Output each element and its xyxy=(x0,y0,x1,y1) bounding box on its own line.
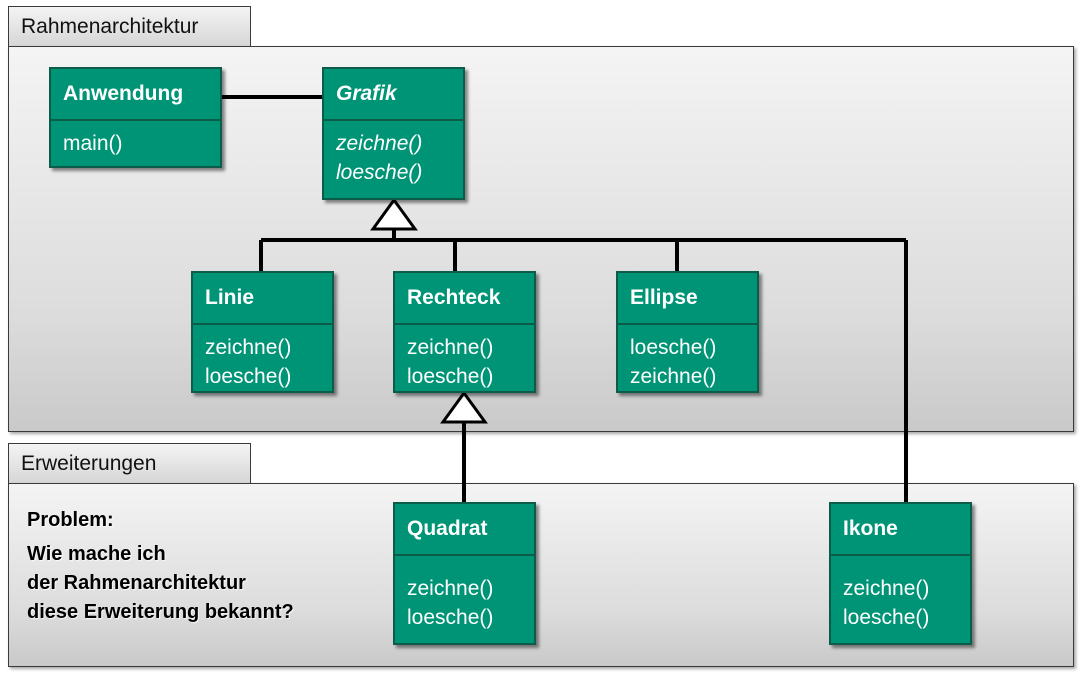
operation: loesche() xyxy=(407,365,494,388)
class-anwendung-name: Anwendung xyxy=(51,69,220,121)
operation: zeichne() xyxy=(407,577,494,600)
operation: loesche() xyxy=(205,365,292,388)
extensions-tab: Erweiterungen xyxy=(8,443,251,483)
problem-line: der Rahmenarchitektur xyxy=(27,572,246,594)
class-ikone-name: Ikone xyxy=(831,504,970,556)
class-quadrat: Quadrat zeichne() loesche() xyxy=(393,502,536,645)
class-linie-name: Linie xyxy=(193,273,332,325)
class-ellipse-ops: loesche() zeichne() xyxy=(618,325,757,391)
generalization-arrow-rechteck xyxy=(440,390,488,424)
operation: zeichne() xyxy=(407,336,494,359)
problem-line: diese Erweiterung bekannt? xyxy=(27,601,294,623)
class-anwendung: Anwendung main() xyxy=(49,67,222,168)
class-rechteck-name: Rechteck xyxy=(395,273,534,325)
class-linie: Linie zeichne() loesche() xyxy=(191,271,334,393)
problem-statement: Problem: Wie mache ich der Rahmenarchite… xyxy=(27,506,294,627)
class-rechteck-ops: zeichne() loesche() xyxy=(395,325,534,391)
operation: loesche() xyxy=(843,606,930,629)
class-ikone-ops: zeichne() loesche() xyxy=(831,556,970,632)
operation: zeichne() xyxy=(205,336,292,359)
problem-line: Wie mache ich xyxy=(27,543,166,565)
generalization-arrow-grafik xyxy=(370,197,418,231)
operation: zeichne() xyxy=(336,132,423,155)
class-grafik-name: Grafik xyxy=(324,69,463,121)
class-linie-ops: zeichne() loesche() xyxy=(193,325,332,391)
class-rechteck: Rechteck zeichne() loesche() xyxy=(393,271,536,393)
operation: main() xyxy=(63,132,123,155)
operation: loesche() xyxy=(630,336,717,359)
operation: loesche() xyxy=(336,161,423,184)
class-anwendung-ops: main() xyxy=(51,121,220,158)
class-quadrat-name: Quadrat xyxy=(395,504,534,556)
class-ellipse-name: Ellipse xyxy=(618,273,757,325)
framework-tab: Rahmenarchitektur xyxy=(8,6,251,46)
operation: zeichne() xyxy=(843,577,930,600)
class-quadrat-ops: zeichne() loesche() xyxy=(395,556,534,632)
extensions-tab-label: Erweiterungen xyxy=(21,451,157,475)
operation: zeichne() xyxy=(630,365,717,388)
class-ellipse: Ellipse loesche() zeichne() xyxy=(616,271,759,393)
class-grafik: Grafik zeichne() loesche() xyxy=(322,67,465,200)
class-grafik-ops: zeichne() loesche() xyxy=(324,121,463,187)
operation: loesche() xyxy=(407,606,494,629)
framework-tab-label: Rahmenarchitektur xyxy=(21,14,199,38)
problem-title: Problem: xyxy=(27,509,114,531)
class-ikone: Ikone zeichne() loesche() xyxy=(829,502,972,645)
